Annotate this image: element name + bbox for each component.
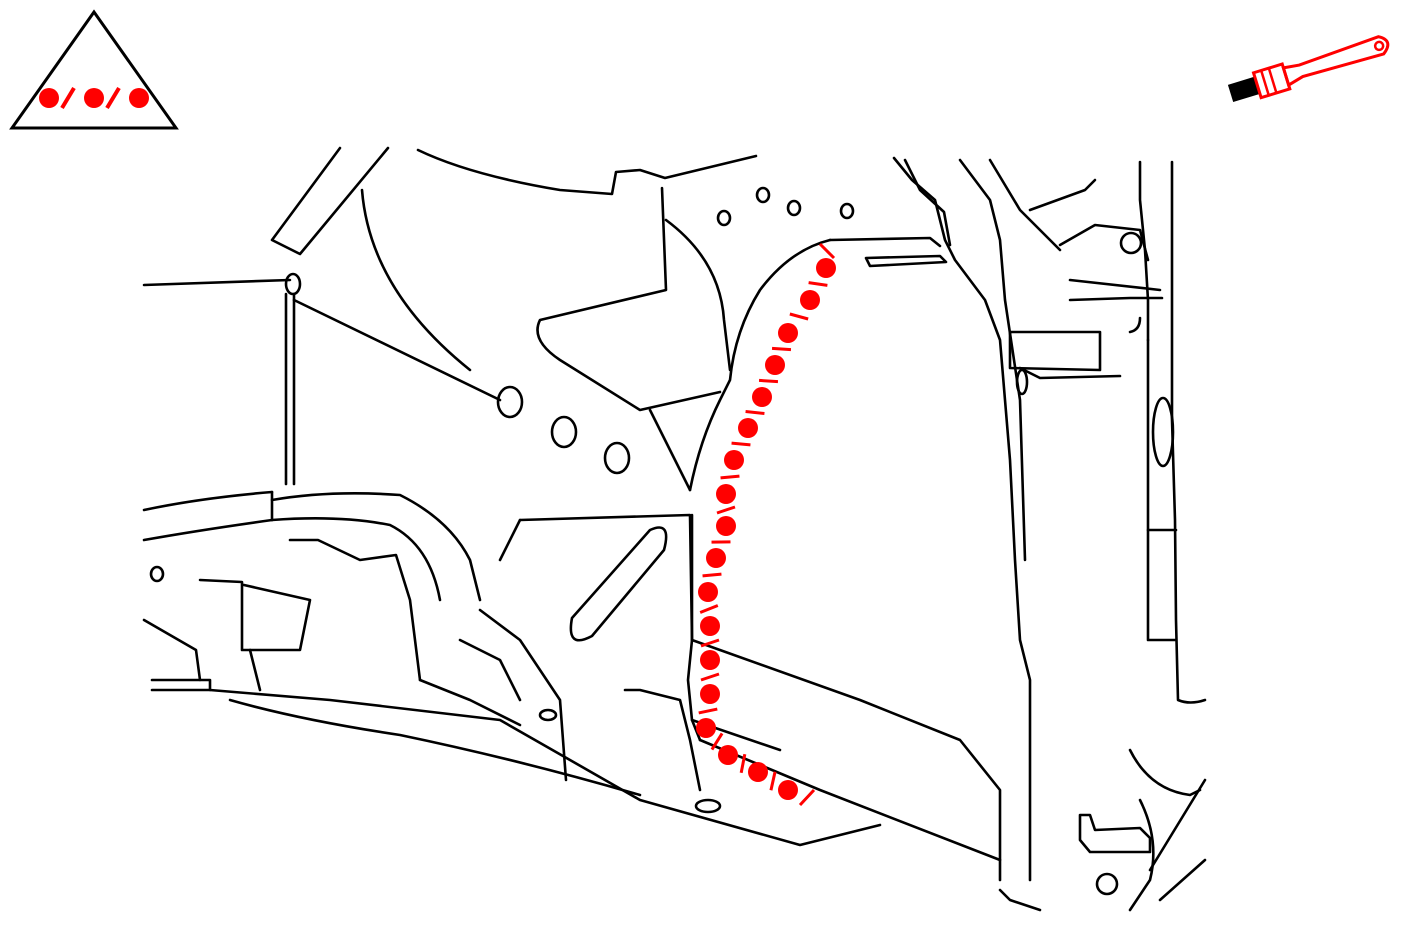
weld-spot	[778, 780, 798, 800]
weld-spot	[700, 650, 720, 670]
weld-spot	[700, 616, 720, 636]
weld-spot	[718, 745, 738, 765]
weld-stitch-mark	[710, 732, 724, 751]
weld-spot	[816, 258, 836, 278]
weld-spot	[698, 582, 718, 602]
weld-stitch-mark	[818, 242, 836, 260]
weld-spot	[696, 718, 716, 738]
weld-spot	[724, 450, 744, 470]
weld-stitch-mark	[700, 672, 720, 682]
weld-stitch-mark	[739, 753, 747, 774]
weld-stitch-mark	[699, 604, 719, 614]
weld-stitch-mark	[769, 771, 777, 791]
weld-seam	[696, 242, 836, 807]
weld-spot	[748, 762, 768, 782]
weld-stitch-mark	[745, 410, 765, 415]
weld-stitch-mark	[702, 572, 722, 578]
weld-stitch-mark	[720, 474, 740, 480]
weld-spot	[765, 355, 785, 375]
weld-spot	[800, 290, 820, 310]
weld-spot	[700, 684, 720, 704]
weld-spot	[706, 548, 726, 568]
weld-stitch-mark	[758, 378, 779, 384]
weld-spot	[738, 418, 758, 438]
weld-stitch-mark	[731, 441, 751, 447]
body-panel-drawing	[142, 146, 1207, 912]
weld-spot	[716, 484, 736, 504]
weld-spot	[716, 516, 736, 536]
weld-spot	[752, 387, 772, 407]
weld-stitch-mark	[698, 707, 718, 715]
weld-symbol-triangle-icon	[9, 9, 179, 130]
brush-icon	[1227, 35, 1390, 103]
weld-stitch-mark	[789, 312, 809, 321]
weld-stitch-mark	[771, 346, 792, 352]
weld-stitch-mark	[798, 788, 816, 807]
weld-spot	[778, 323, 798, 343]
weld-stitch-mark	[808, 281, 828, 287]
weld-stitch-mark	[716, 505, 736, 515]
weld-stitch-mark	[700, 638, 720, 648]
